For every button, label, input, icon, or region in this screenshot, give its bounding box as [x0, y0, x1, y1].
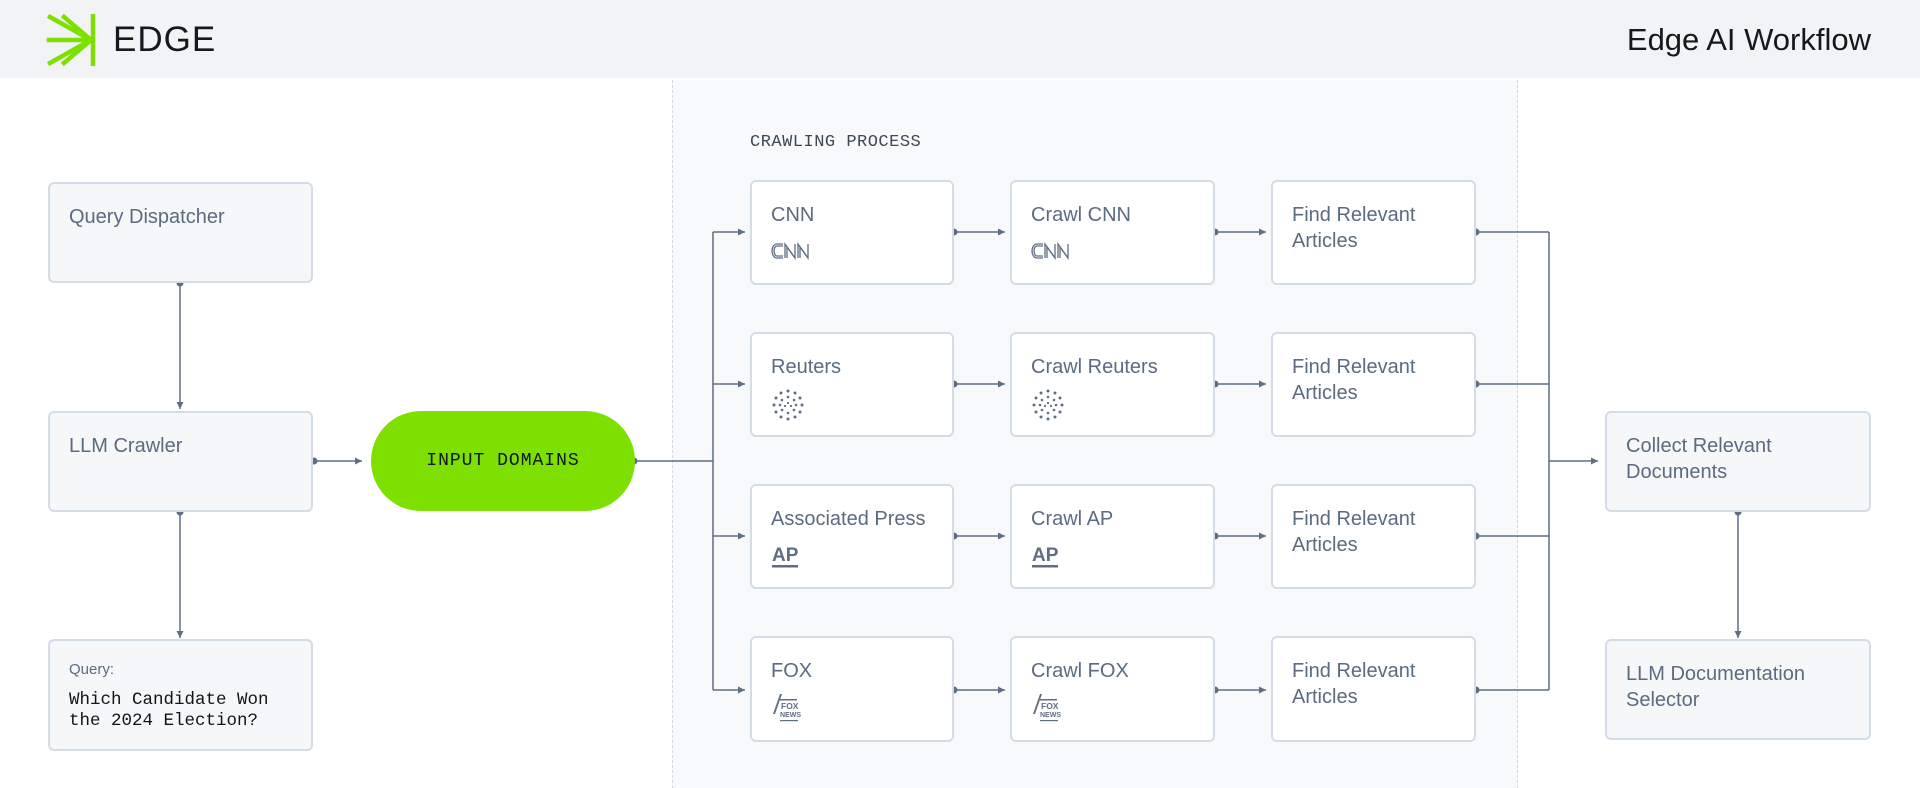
- source-node-reuters: Reuters: [750, 332, 954, 437]
- query-text: Which Candidate Won the 2024 Election?: [69, 690, 269, 731]
- node-label: Crawl FOX: [1031, 660, 1129, 682]
- brand-name: EDGE: [113, 20, 217, 59]
- node-label: Reuters: [771, 356, 842, 378]
- ap-logo-icon: AP: [1032, 545, 1059, 568]
- query-dispatcher-node: Query Dispatcher: [48, 182, 313, 283]
- crawl-node-associated-press: Crawl AP AP: [1010, 484, 1215, 589]
- node-label: Query Dispatcher: [69, 206, 225, 228]
- reuters-logo-icon: [1032, 389, 1064, 421]
- node-label: Crawl AP: [1031, 508, 1114, 530]
- svg-text:NEWS: NEWS: [780, 712, 801, 719]
- node-label: CNN: [771, 204, 815, 226]
- crawl-node-cnn: Crawl CNN: [1010, 180, 1215, 285]
- node-label: Find Relevant Articles: [1292, 660, 1416, 708]
- find-articles-node-cnn: Find Relevant Articles: [1271, 180, 1476, 285]
- header-bar: EDGE Edge AI Workflow: [0, 0, 1920, 78]
- find-articles-node-fox: Find Relevant Articles: [1271, 636, 1476, 742]
- edge-logo-icon: [46, 14, 96, 66]
- ap-logo-icon: AP: [772, 545, 799, 568]
- crawl-node-reuters: Crawl Reuters: [1010, 332, 1215, 437]
- cnn-logo-icon: [771, 241, 809, 261]
- node-label: Collect Relevant Documents: [1626, 435, 1772, 483]
- find-articles-node-reuters: Find Relevant Articles: [1271, 332, 1476, 437]
- node-label: Crawl CNN: [1031, 204, 1131, 226]
- llm-documentation-selector-node: LLM Documentation Selector: [1605, 639, 1871, 740]
- svg-text:FOX: FOX: [781, 701, 799, 711]
- crawl-node-fox: Crawl FOX FOX NEWS: [1010, 636, 1215, 742]
- node-label: FOX: [771, 660, 813, 682]
- svg-text:FOX: FOX: [1041, 701, 1059, 711]
- reuters-logo-icon: [772, 389, 804, 421]
- crawling-process-label: CRAWLING PROCESS: [750, 133, 922, 152]
- node-label: Associated Press: [771, 508, 926, 530]
- node-label: LLM Documentation Selector: [1626, 663, 1805, 711]
- cnn-logo-icon: [1031, 241, 1069, 261]
- find-articles-node-associated-press: Find Relevant Articles: [1271, 484, 1476, 589]
- source-node-associated-press: Associated Press AP: [750, 484, 954, 589]
- llm-crawler-node: LLM Crawler: [48, 411, 313, 512]
- collect-documents-node: Collect Relevant Documents: [1605, 411, 1871, 512]
- svg-text:AP: AP: [772, 545, 799, 566]
- svg-text:NEWS: NEWS: [1040, 712, 1061, 719]
- svg-text:AP: AP: [1032, 545, 1059, 566]
- node-label: Find Relevant Articles: [1292, 204, 1416, 252]
- fox-news-logo-icon: FOX NEWS: [1033, 694, 1061, 722]
- query-node: Query: Which Candidate Won the 2024 Elec…: [48, 639, 313, 751]
- fox-news-logo-icon: FOX NEWS: [773, 694, 801, 722]
- node-label: Find Relevant Articles: [1292, 356, 1416, 404]
- page-title: Edge AI Workflow: [1626, 22, 1871, 57]
- input-domains-label: INPUT DOMAINS: [426, 451, 580, 471]
- query-caption: Query:: [69, 661, 115, 678]
- input-domains-node: INPUT DOMAINS: [371, 411, 635, 511]
- node-label: Find Relevant Articles: [1292, 508, 1416, 556]
- node-label: LLM Crawler: [69, 435, 183, 457]
- source-node-cnn: CNN: [750, 180, 954, 285]
- node-label: Crawl Reuters: [1031, 356, 1158, 378]
- source-node-fox: FOX FOX NEWS: [750, 636, 954, 742]
